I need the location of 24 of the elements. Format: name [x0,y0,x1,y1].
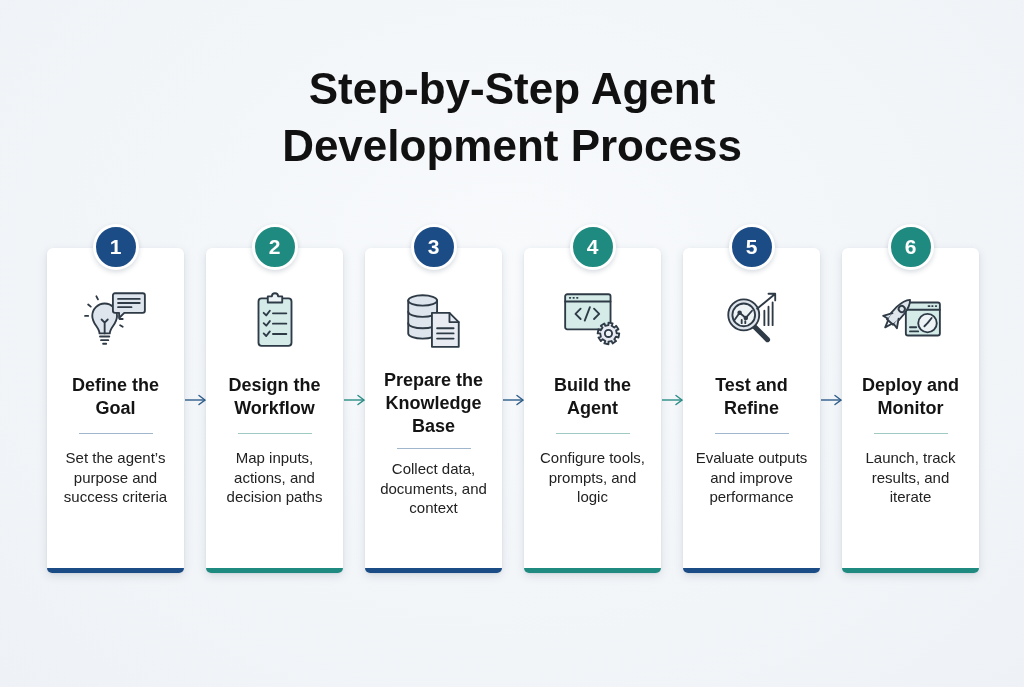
step-number: 3 [410,224,457,270]
step-heading: Test and Refine [714,374,789,420]
step-number: 2 [251,224,298,270]
diagram-title: Step-by-Step Agent Development Process [281,63,743,172]
arrow [661,394,683,406]
step-heading: Build the Agent [553,374,632,420]
arrow [343,394,365,406]
step-number: 1 [92,224,139,270]
step-description: Configure tools, prompts, and logic [538,448,647,507]
step-description: Launch, track results, and iterate [864,448,957,507]
arrow [820,394,842,406]
arrow [184,394,206,406]
step-heading: Define the Goal [71,374,160,420]
step-heading: Deploy and Monitor [861,374,960,420]
step-description: Map inputs, actions, and decision paths [225,448,324,507]
step-description: Collect data, documents, and context [379,459,488,518]
step-number: 5 [728,224,775,270]
arrow [502,394,524,406]
step-description: Set the agent’s purpose and success criteria [62,448,169,507]
step-heading: Design the Workflow [227,374,322,420]
step-description: Evaluate outputs and improve performance [694,448,809,507]
step-number: 4 [569,224,616,270]
step-number: 6 [887,224,934,270]
step-heading: Prepare the Knowledge Base [382,369,484,438]
